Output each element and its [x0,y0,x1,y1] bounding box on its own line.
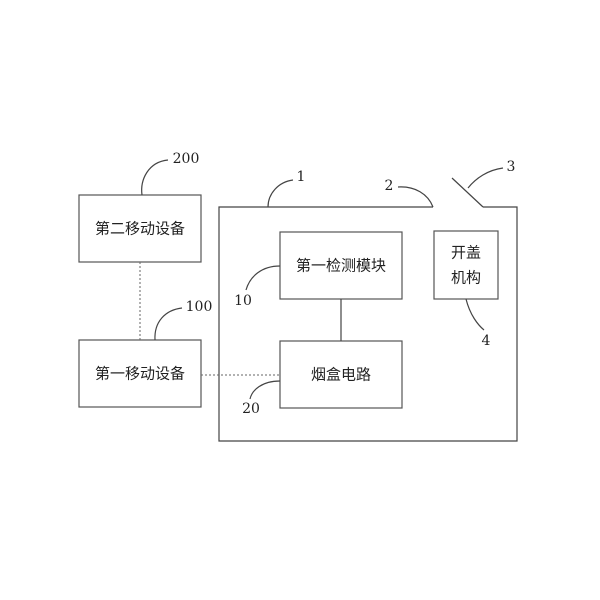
cigarette-box-circuit-label: 烟盒电路 [311,366,371,384]
ref-200: 200 [173,151,200,167]
lid-line [451,177,484,208]
first-mobile-device-label: 第一移动设备 [95,365,185,383]
second-mobile-device-label: 第二移动设备 [95,220,185,238]
lid-opening-mechanism-label-line2: 机构 [451,269,481,287]
first-detection-module-label: 第一检测模块 [296,257,386,275]
ref-1: 1 [297,169,306,185]
ref-100: 100 [186,299,213,315]
leader-10 [245,265,281,291]
leader-200 [141,159,169,196]
enclosure-outline [218,206,518,442]
ref-3: 3 [507,159,516,175]
cigarette-box-circuit-box [279,340,403,409]
leader-2 [397,186,434,208]
leader-100 [154,307,183,341]
leader-1 [267,179,294,208]
leader-4 [465,298,485,331]
lid-opening-mechanism-box [433,230,499,300]
lid-opening-mechanism-label-line1: 开盖 [451,244,481,262]
ref-4: 4 [482,333,491,349]
leader-3 [467,167,504,189]
ref-20: 20 [242,401,260,417]
ref-2: 2 [385,178,394,194]
ref-10: 10 [234,293,252,309]
leader-20 [249,380,281,400]
first-mobile-device-box [78,339,202,408]
